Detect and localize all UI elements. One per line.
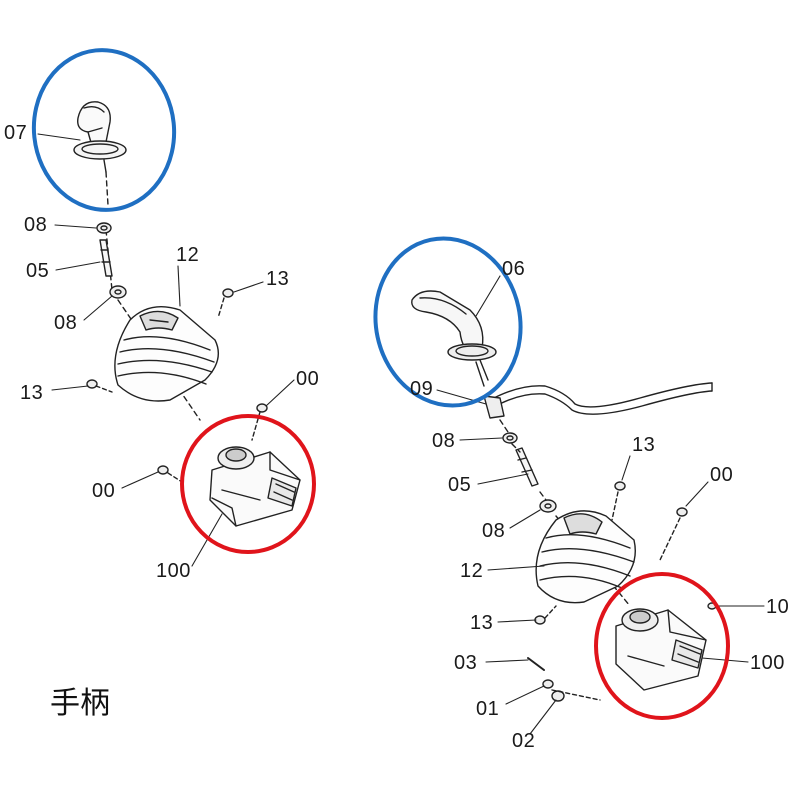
right-rod-05 <box>515 447 539 487</box>
label-part-00: 00 <box>92 480 116 502</box>
blue-highlight-circle-left <box>31 48 177 212</box>
right-clip-09 <box>483 395 505 419</box>
right-assembly-axis <box>499 419 631 607</box>
left-screw-13-lower <box>86 379 113 393</box>
left-screw-13-upper <box>217 288 234 319</box>
left-nut-08-upper <box>96 222 112 234</box>
label-part-07: 07 <box>4 122 28 144</box>
left-leader-lines <box>37 133 295 567</box>
label-part-13: 13 <box>20 382 44 404</box>
left-screw-00-right <box>251 403 268 441</box>
label-part-08: 08 <box>482 520 506 542</box>
label-part-00: 00 <box>296 368 320 390</box>
label-part-02: 02 <box>512 730 536 752</box>
left-nut-08-lower <box>109 285 127 299</box>
label-part-00: 00 <box>710 464 734 486</box>
right-lower-axis <box>551 689 601 701</box>
label-part-05: 05 <box>448 474 472 496</box>
label-part-100: 100 <box>750 652 785 674</box>
red-highlight-circle-right <box>594 572 730 720</box>
right-pin-03 <box>527 657 545 671</box>
right-screw-00 <box>659 507 688 561</box>
right-handle-06 <box>411 290 497 387</box>
right-screw-13-upper <box>611 481 626 521</box>
right-nut-02 <box>551 690 565 702</box>
left-screw-00-left <box>157 465 183 483</box>
label-part-03: 03 <box>454 652 478 674</box>
diagram-caption: 手柄 <box>50 686 110 721</box>
label-part-01: 01 <box>476 698 500 720</box>
right-leader-lines <box>436 275 765 735</box>
label-part-12: 12 <box>176 244 200 266</box>
blue-highlight-circle-right <box>373 236 523 408</box>
label-part-12: 12 <box>460 560 484 582</box>
label-part-08: 08 <box>24 214 48 236</box>
right-nut-08-upper <box>502 432 518 444</box>
red-highlight-circle-left <box>180 414 316 554</box>
label-part-08: 08 <box>54 312 78 334</box>
left-rod-05 <box>99 239 113 277</box>
label-part-13: 13 <box>266 268 290 290</box>
right-screw-13-lower <box>534 605 557 625</box>
right-joystick-unit-100 <box>615 608 707 691</box>
left-knob-07 <box>73 101 127 173</box>
label-part-13: 13 <box>470 612 494 634</box>
label-part-100: 100 <box>156 560 191 582</box>
label-part-06: 06 <box>502 258 526 280</box>
label-part-08: 08 <box>432 430 456 452</box>
right-nut-08-lower <box>539 499 557 513</box>
label-part-13: 13 <box>632 434 656 456</box>
right-washer-01 <box>542 679 554 689</box>
label-part-10: 10 <box>766 596 790 618</box>
right-boot-12 <box>535 510 636 604</box>
label-part-05: 05 <box>26 260 50 282</box>
right-cable <box>489 382 713 415</box>
left-boot-12 <box>114 306 219 402</box>
left-joystick-unit-100 <box>209 446 301 527</box>
label-part-09: 09 <box>410 378 434 400</box>
